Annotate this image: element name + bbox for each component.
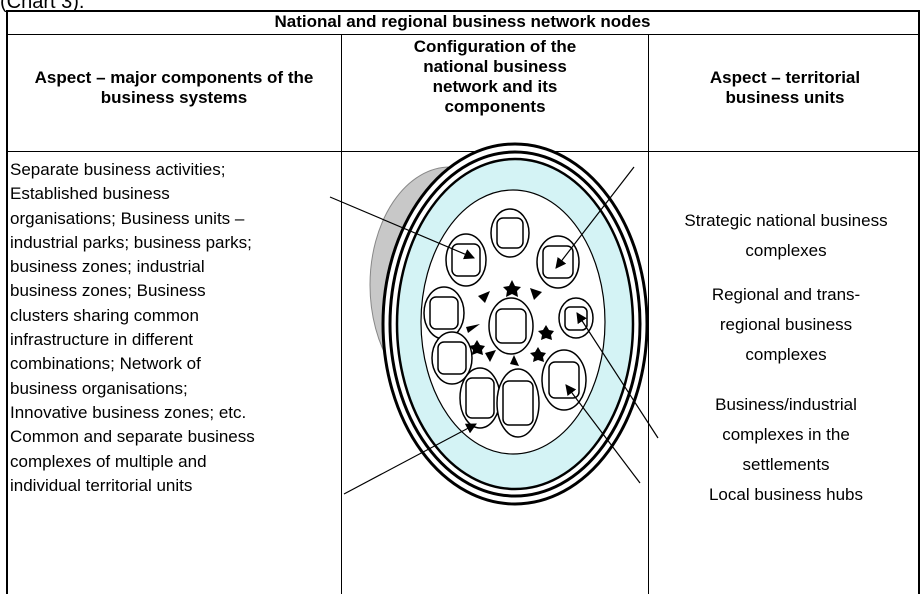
territorial-line: Local business hubs (708, 485, 864, 504)
connector-star (538, 325, 554, 340)
business-node (490, 208, 530, 258)
column-header-components-text: Aspect – major components of the busines… (34, 68, 314, 107)
business-node (445, 233, 487, 287)
business-node (541, 349, 587, 411)
components-line: Innovative business zones; etc. (10, 402, 247, 422)
column-header-territorial-text: Aspect – territorial business units (709, 68, 861, 107)
components-line: infrastructure in different (10, 330, 193, 350)
node-connectors (466, 280, 554, 366)
connector-diamond (466, 324, 480, 333)
connector-diamond (530, 288, 542, 300)
components-line: business zones; Business (10, 281, 206, 301)
territorial-line: complexes (745, 345, 827, 364)
connector-diamond (485, 350, 496, 362)
territorial-line: regional business (719, 315, 853, 334)
pointer-line (565, 384, 641, 484)
territorial-units-list: Strategic national business complexes Re… (652, 178, 920, 506)
territorial-line: settlements (742, 455, 830, 474)
table-border-right (918, 10, 920, 594)
components-line: organisations; Business units – (10, 208, 245, 228)
chart-caption: (Chart 3). (0, 0, 85, 13)
territorial-group-settlements: Business/industrial complexes in the set… (652, 394, 920, 476)
column-header-components: Aspect – major components of the busines… (8, 68, 340, 108)
territorial-line: Business/industrial (715, 395, 857, 414)
connector-star (503, 280, 521, 297)
pointer-line (555, 166, 635, 269)
components-line: industrial parks; business parks; (10, 232, 252, 252)
connector-star (469, 340, 485, 355)
table-title: National and regional business network n… (274, 12, 651, 31)
components-line: Common and separate business (10, 427, 255, 447)
table-border-left (6, 10, 8, 594)
territorial-group-strategic: Strategic national business complexes (652, 210, 920, 262)
table-border-top (6, 10, 919, 12)
components-line: Separate business activities; (10, 160, 226, 179)
connector-star (530, 347, 546, 362)
territorial-line: complexes (745, 241, 827, 260)
column-header-configuration-text: Configuration of the national business n… (413, 37, 577, 116)
connector-diamond (478, 291, 490, 303)
column-divider-2 (648, 34, 649, 594)
pointer-lines (329, 166, 659, 495)
components-line: complexes of multiple and (10, 451, 207, 471)
components-line: individual territorial units (10, 475, 193, 495)
pointer-line (343, 423, 477, 495)
components-line: business zones; industrial (10, 257, 205, 277)
column-header-configuration: Configuration of the national business n… (390, 37, 600, 117)
business-node (536, 235, 580, 289)
territorial-line: complexes in the (722, 425, 850, 444)
title-divider (6, 34, 919, 35)
header-divider (6, 151, 919, 152)
pointer-line (576, 312, 659, 439)
column-header-territorial: Aspect – territorial business units (690, 68, 880, 108)
business-node (423, 286, 465, 340)
business-node (488, 297, 534, 355)
components-line: clusters sharing common (10, 305, 199, 325)
territorial-group-local: Local business hubs (652, 484, 920, 506)
business-node (496, 368, 540, 438)
territorial-line: Strategic national business (684, 211, 888, 230)
components-line: business organisations; (10, 378, 188, 398)
components-list: Separate business activities; Establishe… (10, 158, 340, 498)
column-divider-1 (341, 34, 342, 594)
business-node (558, 297, 594, 339)
business-node (459, 367, 501, 429)
components-line: combinations; Network of (10, 354, 201, 374)
territorial-group-regional: Regional and trans- regional business co… (652, 284, 920, 366)
outer-ring-2 (388, 150, 642, 498)
territorial-line: Regional and trans- (711, 285, 861, 304)
components-line: Established business (10, 184, 170, 204)
business-node (431, 331, 473, 385)
connector-diamond (510, 355, 519, 366)
pointer-line (329, 196, 475, 260)
